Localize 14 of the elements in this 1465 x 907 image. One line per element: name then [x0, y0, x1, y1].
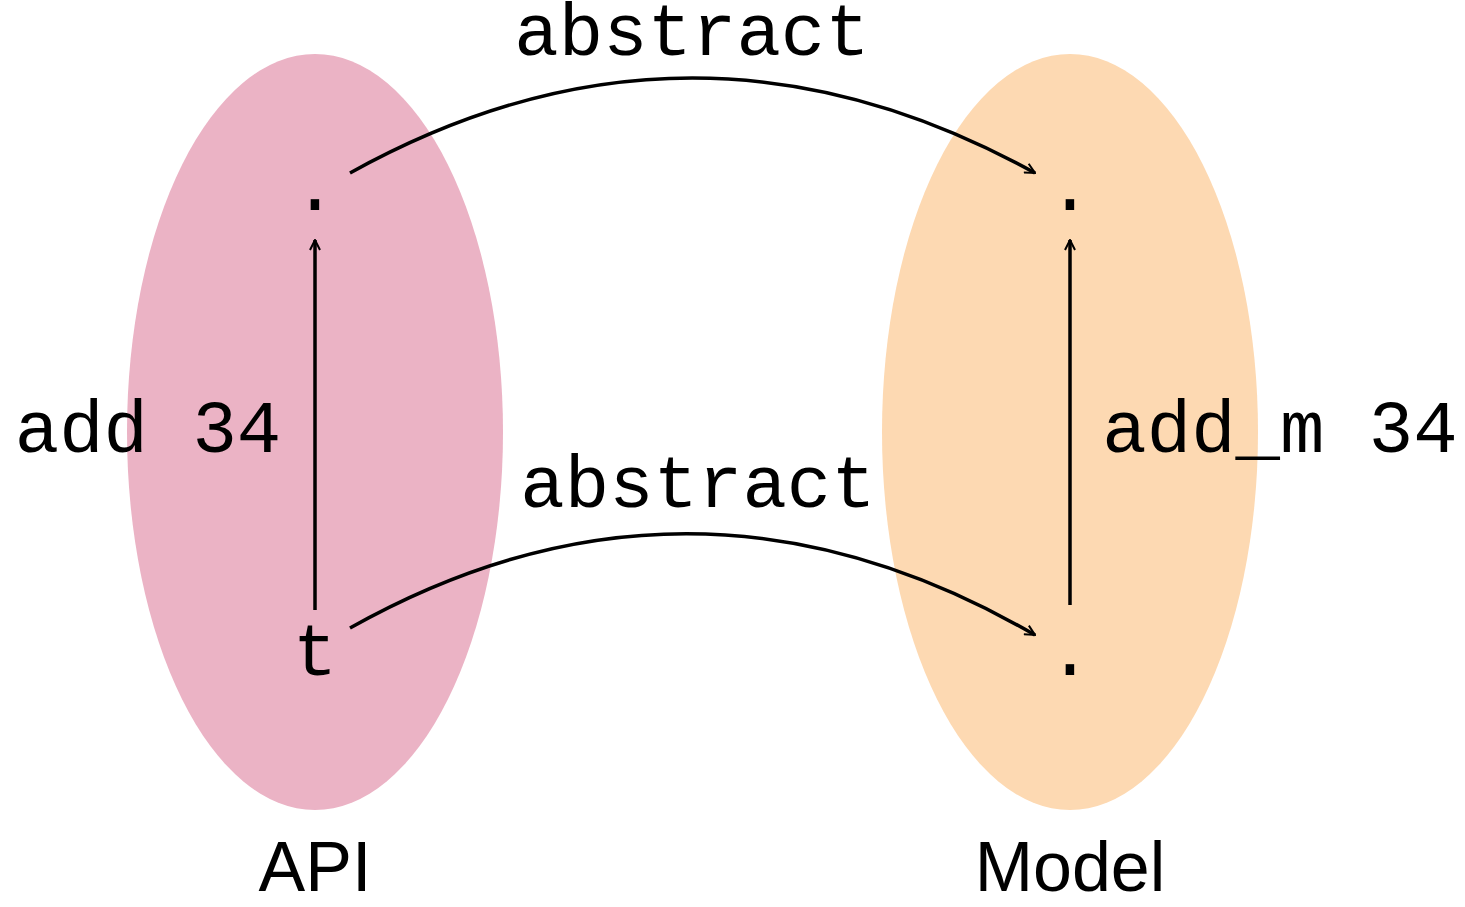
arrow	[1064, 239, 1076, 605]
arrow	[349, 76, 1036, 175]
region-title: Model	[973, 827, 1167, 907]
node-symbol: t	[280, 610, 350, 700]
edge-label: add_m 34	[1102, 395, 1458, 469]
arrow	[349, 532, 1036, 637]
node-symbol: .	[280, 140, 350, 240]
node-symbol: .	[1035, 605, 1105, 705]
node-symbol: .	[1035, 140, 1105, 240]
edge-label: add 34	[14, 395, 282, 469]
edge-label: abstract	[514, 0, 870, 72]
region-title: API	[257, 827, 373, 907]
edge-label: abstract	[520, 450, 876, 524]
arrow	[309, 239, 321, 610]
